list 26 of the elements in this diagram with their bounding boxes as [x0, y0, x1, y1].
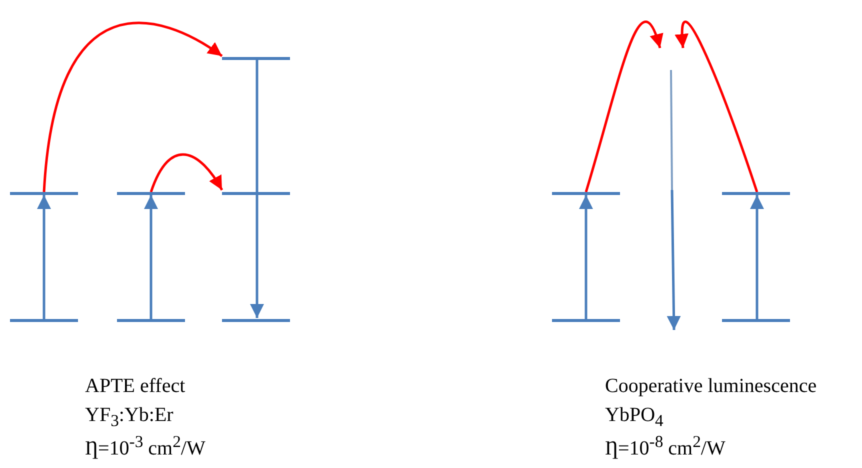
arrow	[144, 195, 158, 320]
energy-level-line	[10, 319, 78, 322]
material-formula: YF$_{3}$:Yb:Er	[85, 403, 174, 432]
energy-level-line	[10, 192, 78, 195]
energy-level-line	[722, 319, 790, 322]
energy-level-line	[117, 319, 185, 322]
material-formula: YbPO$_{4}$	[605, 403, 664, 432]
effect-title: APTE effect	[85, 374, 186, 398]
arrow	[579, 195, 593, 320]
effect-title: Cooperative luminescence	[605, 374, 817, 398]
energy-level-line	[722, 192, 790, 195]
efficiency-value: Ƞ=10$^{-3}$ cm$^{2}$/W	[85, 431, 206, 461]
energy-level-line	[552, 319, 620, 322]
arrow	[584, 20, 662, 192]
energy-level-line	[117, 192, 185, 195]
arrow	[42, 22, 223, 192]
energy-level-line	[222, 319, 290, 322]
arrow	[675, 21, 758, 192]
energy-level-line	[222, 57, 290, 60]
arrow	[250, 60, 264, 318]
energy-level-line	[222, 192, 290, 195]
arrow	[150, 153, 224, 192]
efficiency-value: Ƞ=10$^{-8}$ cm$^{2}$/W	[605, 431, 726, 461]
energy-level-line	[552, 192, 620, 195]
arrow	[37, 195, 51, 320]
arrow	[750, 195, 764, 320]
